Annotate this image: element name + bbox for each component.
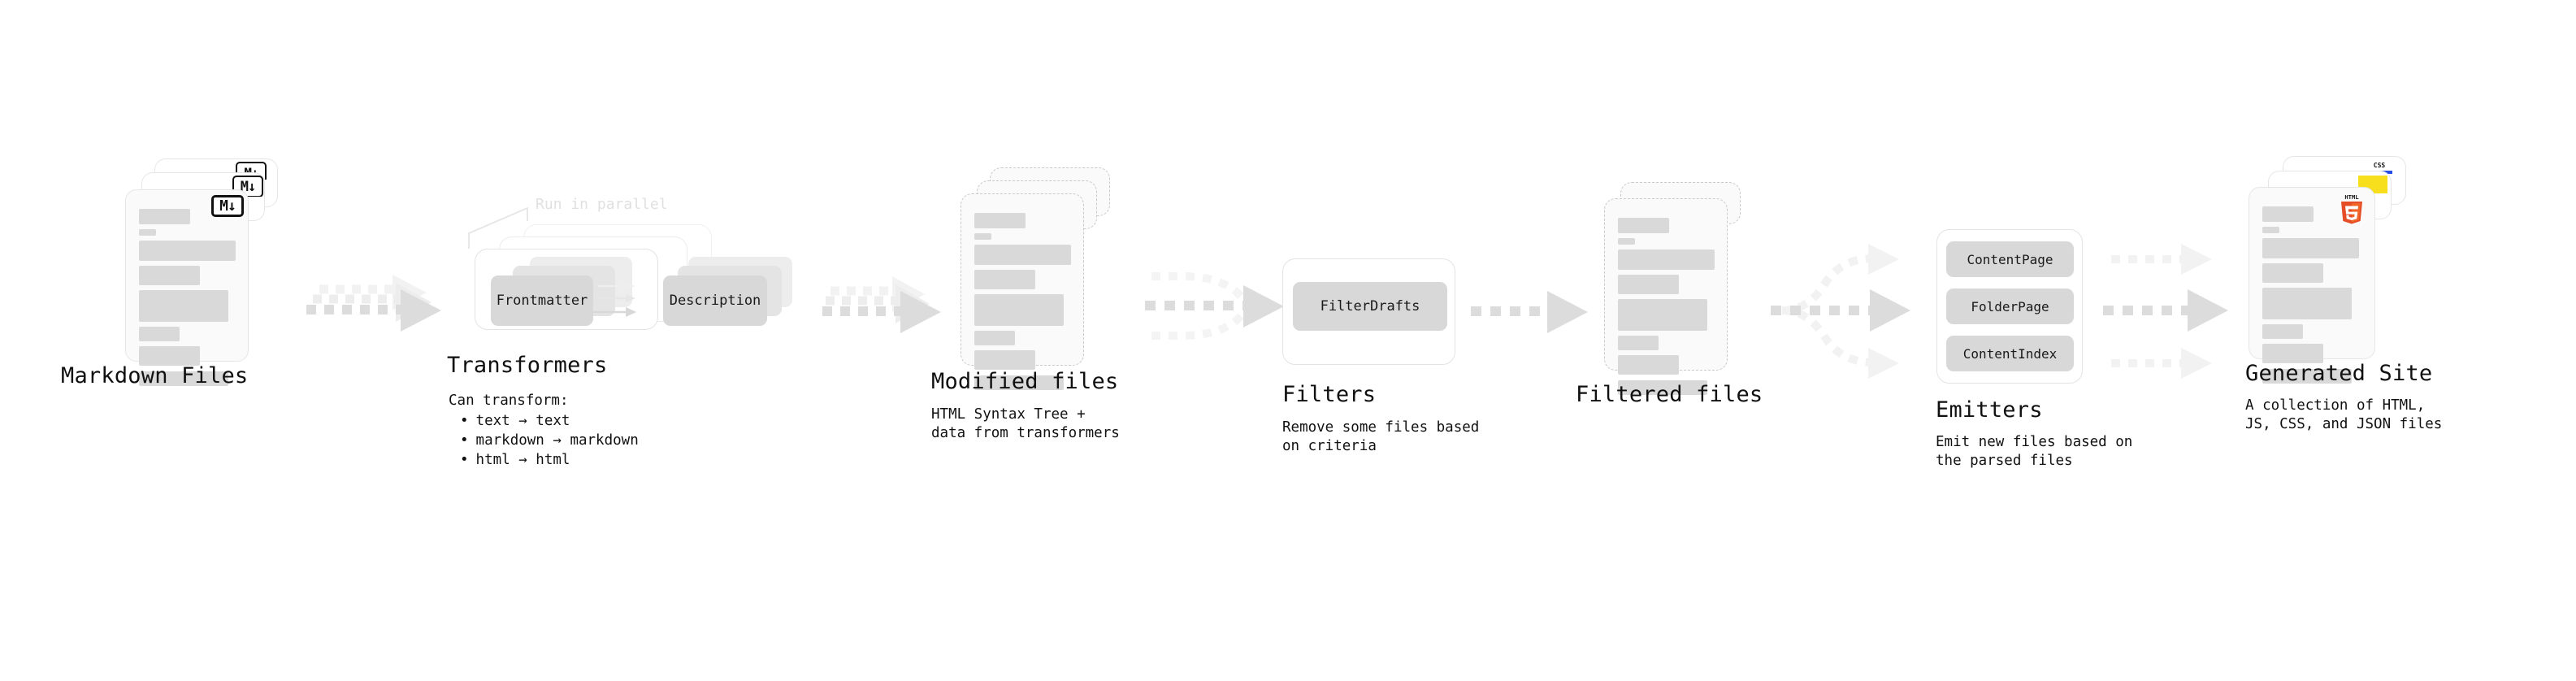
page-title-transformers: Transformers [447, 353, 608, 378]
arrow-markdown-to-transformers [306, 275, 441, 332]
html5-icon: HTML [2341, 193, 2362, 224]
generated-site-stack: CSS HTML [2247, 156, 2442, 424]
generated-site-subtitle-line1: A collection of HTML, [2245, 397, 2426, 414]
run-in-parallel-label: Run in parallel [536, 196, 668, 213]
page-title-modified-files: Modified files [931, 369, 1119, 394]
page-title-generated-site: Generated Site [2245, 361, 2433, 386]
filters-subtitle-line1: Remove some files based [1282, 419, 1480, 436]
page-title-emitters: Emitters [1936, 397, 2043, 423]
parallel-bracket [468, 206, 528, 249]
svg-text:HTML: HTML [2344, 193, 2359, 201]
page-title-filters: Filters [1282, 382, 1377, 407]
transformer-inner-arrows [592, 282, 636, 317]
modified-files-subtitle-line2: data from transformers [931, 425, 1120, 441]
stage-modified-files: Modified files HTML Syntax Tree + data f… [931, 163, 1138, 441]
chip-folderpage[interactable]: FolderPage [1946, 288, 2074, 324]
markdown-icon: M↓ [211, 195, 244, 217]
filtered-file-stack [1602, 177, 1781, 445]
transformers-capabilities: Can transform: text → text markdown → ma… [449, 391, 639, 470]
chip-filterdrafts[interactable]: FilterDrafts [1293, 282, 1447, 331]
emitters-subtitle-line1: Emit new files based on [1936, 434, 2133, 450]
arrow-emitters-to-site [2103, 244, 2228, 379]
generated-site-subtitle-line2: JS, CSS, and JSON files [2245, 416, 2443, 432]
filters-subtitle-line2: on criteria [1282, 438, 1377, 454]
stage-filtered-files: Filtered files [1576, 177, 1781, 445]
page-title-markdown-files: Markdown Files [61, 363, 249, 388]
arrow-modified-to-filters [1145, 272, 1284, 340]
arrow-filters-to-filtered [1471, 291, 1588, 333]
arrow-transformers-to-modified [822, 276, 941, 333]
bullets-heading: Can transform: [449, 393, 569, 409]
chip-contentpage[interactable]: ContentPage [1946, 241, 2074, 277]
css-icon-label: CSS [2373, 162, 2386, 169]
list-item: markdown → markdown [460, 431, 639, 450]
arrow-filtered-to-emitters [1771, 244, 1910, 379]
list-item: text → text [460, 411, 639, 431]
chip-contentindex[interactable]: ContentIndex [1946, 336, 2074, 371]
markdown-file-stack: M↓ M↓ M↓ [122, 158, 301, 427]
chip-description[interactable]: Description [663, 275, 767, 326]
modified-file-stack [959, 163, 1138, 431]
bullets-list: text → text markdown → markdown html → h… [449, 411, 639, 470]
stage-markdown-files: M↓ M↓ M↓ Markdown Files [61, 158, 301, 427]
chip-frontmatter[interactable]: Frontmatter [491, 275, 593, 326]
list-item: html → html [460, 450, 639, 470]
page-title-filtered-files: Filtered files [1576, 382, 1763, 407]
modified-files-subtitle-line1: HTML Syntax Tree + [931, 406, 1086, 423]
emitters-subtitle-line2: the parsed files [1936, 453, 2073, 469]
stage-generated-site: CSS HTML [2245, 156, 2442, 432]
